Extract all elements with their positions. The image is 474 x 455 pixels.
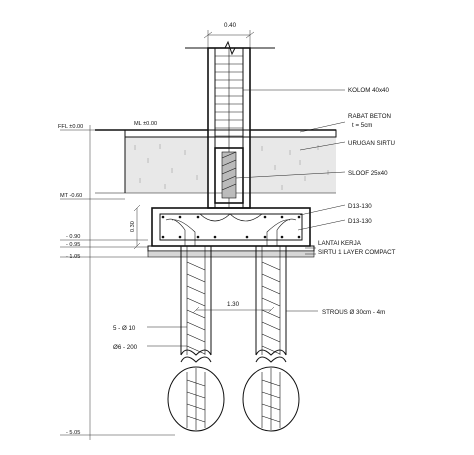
footing-thickness-label: 0.30 <box>130 221 136 232</box>
footing-thickness-dimension: 0.30 <box>130 204 141 250</box>
soil-hatch <box>134 144 329 190</box>
label-urugan-sirtu: URUGAN SIRTU <box>348 140 395 147</box>
level-marks: FFL ±0.00 ML ±0.00 MT -0.60 - 0.90 - 0.9… <box>58 121 175 436</box>
sirtu-layer <box>147 250 315 258</box>
label-strous: STROUS Ø 30cm - 4m <box>322 309 385 316</box>
label-kolom: KOLOM 40x40 <box>348 87 389 94</box>
pile-cap <box>151 207 311 247</box>
sloof-beam <box>214 147 244 204</box>
pile-spacing-label: 1.30 <box>227 301 240 308</box>
label-d13-bottom: D13-130 <box>348 218 372 225</box>
label-rabat-thickness: t = 5cm <box>352 122 372 129</box>
level-minus-105: - 1.05 <box>66 254 80 260</box>
urugan-sirtu-fill-right <box>250 137 336 193</box>
level-minus-090: - 0.90 <box>66 234 80 240</box>
level-mt: MT -0.60 <box>60 193 82 199</box>
leader-lines <box>147 89 346 347</box>
label-rebar-main: 5 - Ø 10 <box>113 325 136 332</box>
component-labels: KOLOM 40x40 RABAT BETON t = 5cm URUGAN S… <box>113 87 396 351</box>
label-rebar-stirrup: Ø6 - 200 <box>113 344 138 351</box>
label-d13-top: D13-130 <box>348 203 372 210</box>
right-pile <box>242 246 300 432</box>
label-sirtu: SIRTU 1 LAYER COMPACT <box>318 249 396 256</box>
level-minus-505: - 5.05 <box>66 430 80 436</box>
left-pile <box>167 246 225 432</box>
pile-spacing-dimension: 1.30 <box>192 301 275 314</box>
label-lantai-kerja: LANTAI KERJA <box>318 240 362 247</box>
column-width-label: 0.40 <box>224 22 237 29</box>
label-sloof: SLOOF 25x40 <box>348 170 388 177</box>
level-ffl: FFL ±0.00 <box>58 124 83 130</box>
urugan-sirtu-fill <box>125 137 208 193</box>
level-minus-095: - 0.95 <box>66 242 80 248</box>
level-ml: ML ±0.00 <box>134 121 157 127</box>
column-width-dimension: 0.40 <box>203 22 255 48</box>
label-rabat-beton: RABAT BETON <box>348 113 391 120</box>
